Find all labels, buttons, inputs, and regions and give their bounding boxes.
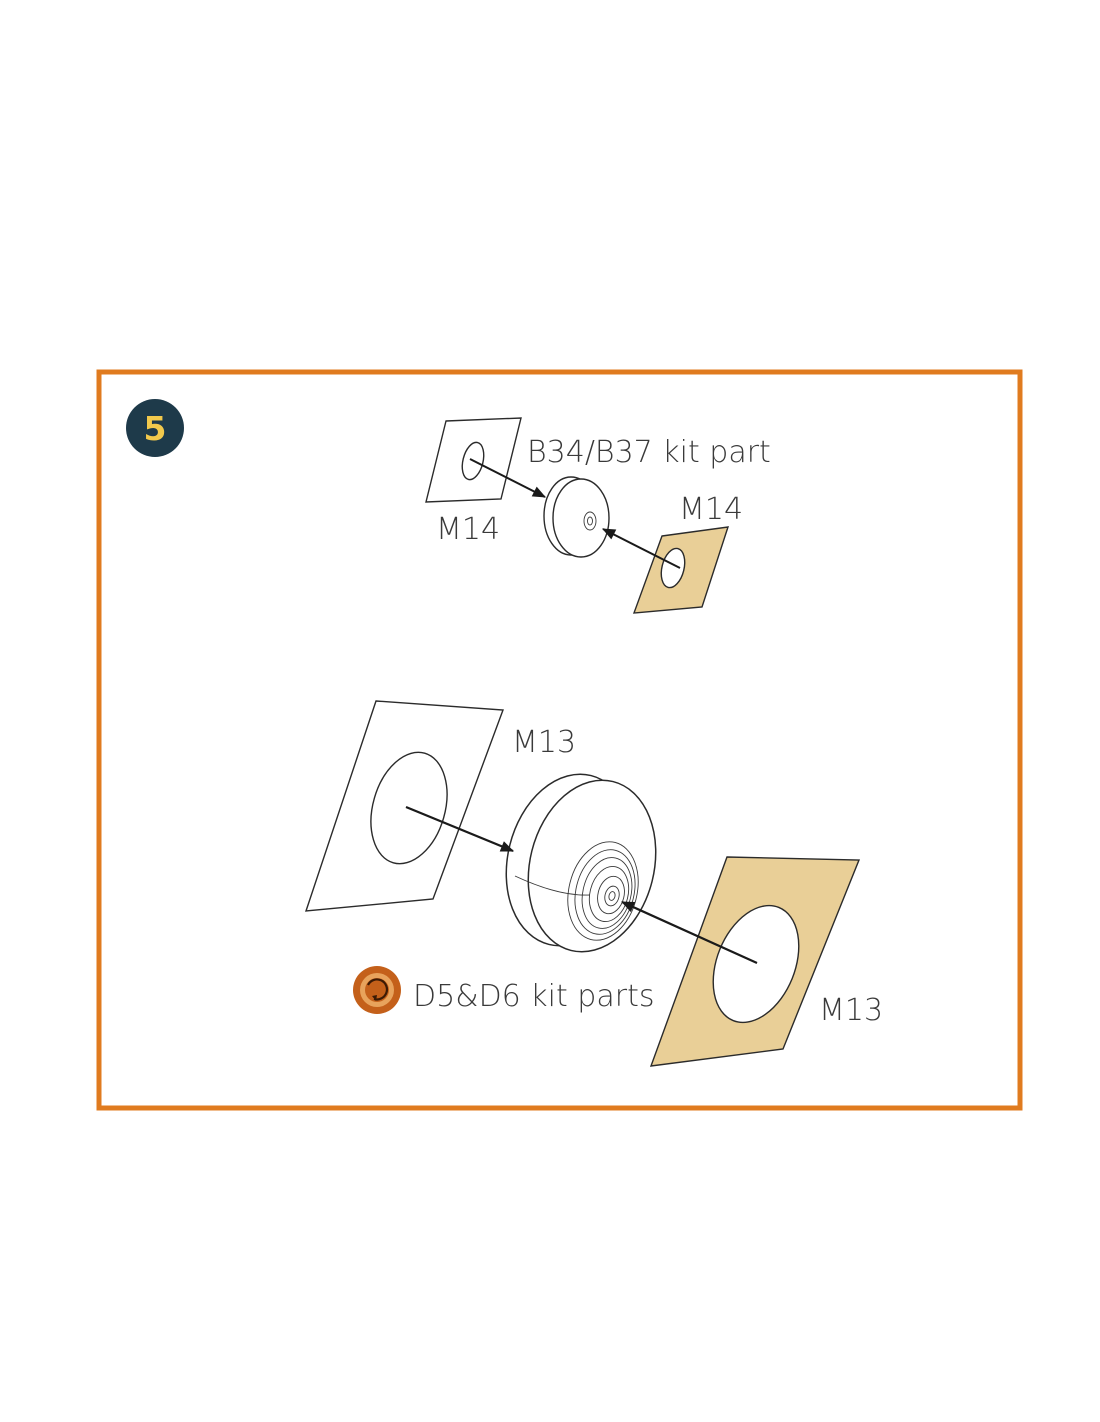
upper-wheel xyxy=(543,476,610,558)
upper-mask-right-label: M14 xyxy=(679,492,743,527)
upper-arrow-right xyxy=(602,528,681,569)
kit-parts-icon xyxy=(353,966,401,1014)
upper-right-mask xyxy=(632,526,730,614)
step-number: 5 xyxy=(144,409,167,448)
step-badge: 5 xyxy=(126,399,184,457)
lower-kit-part-label: D5&D6 kit parts xyxy=(413,979,654,1014)
lower-arrow-left xyxy=(405,805,515,853)
upper-kit-part-label: B34/B37 kit part xyxy=(527,435,771,470)
lower-mask-right-label: M13 xyxy=(819,993,883,1028)
lower-arrow-right xyxy=(620,900,758,965)
lower-mask-left-label: M13 xyxy=(512,725,576,760)
upper-arrow-left xyxy=(469,458,546,498)
upper-mask-left-label: M14 xyxy=(436,512,500,547)
lower-left-mask xyxy=(304,700,504,912)
